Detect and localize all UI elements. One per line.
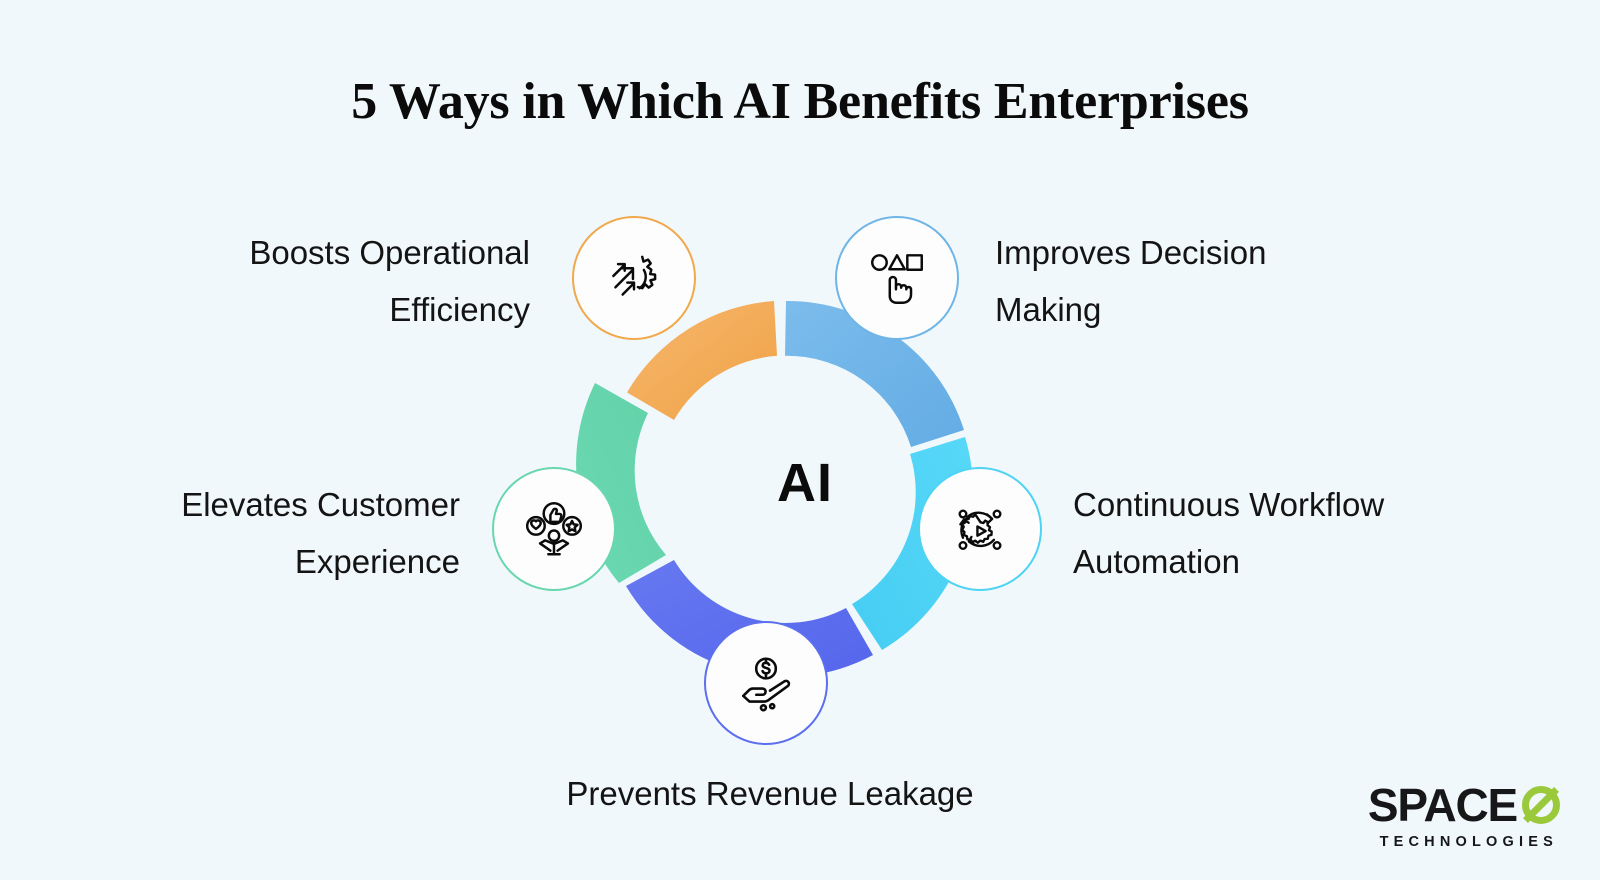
hand-coin-drip-icon [742,657,791,712]
label-line: Making [995,290,1102,328]
node-workflow-automation[interactable] [918,467,1042,591]
label-line: Improves Decision [995,234,1267,271]
label-customer-experience: Elevates Customer Experience [30,477,460,591]
logo-wordmark: SPACE [1367,779,1518,831]
gear-play-cycle-icon [958,509,1002,550]
label-operational-efficiency: Boosts Operational Efficiency [110,225,530,339]
label-revenue-leakage: Prevents Revenue Leakage [440,766,1100,823]
node-operational-efficiency[interactable] [572,216,696,340]
shapes-pointer-icon [871,254,923,304]
slashed-o-icon [1522,786,1560,824]
pentagon-cycle-diagram: AI [430,185,1130,785]
arc-operational-efficiency [627,301,777,420]
label-decision-making: Improves Decision Making [995,225,1415,339]
brand-logo: SPACE TECHNOLOGIES [1368,782,1560,850]
label-line: Experience [294,542,460,580]
node-decision-making[interactable] [835,216,959,340]
label-line: Automation [1073,542,1240,580]
logo-main-row: SPACE [1368,782,1560,828]
logo-subtitle: TECHNOLOGIES [1379,834,1558,850]
gear-arrows-icon [612,255,657,296]
label-line: Elevates Customer [181,486,460,523]
label-line: Continuous Workflow [1073,486,1385,523]
node-revenue-leakage[interactable] [704,621,828,745]
node-customer-experience[interactable] [492,467,616,591]
arc-decision-making [785,300,964,447]
label-line: Prevents Revenue Leakage [566,775,974,812]
label-workflow-automation: Continuous Workflow Automation [1073,477,1533,591]
person-feedback-icon [525,501,583,556]
label-line: Boosts Operational [249,234,530,271]
page-title: 5 Ways in Which AI Benefits Enterprises [351,73,1249,130]
label-line: Efficiency [389,290,530,328]
